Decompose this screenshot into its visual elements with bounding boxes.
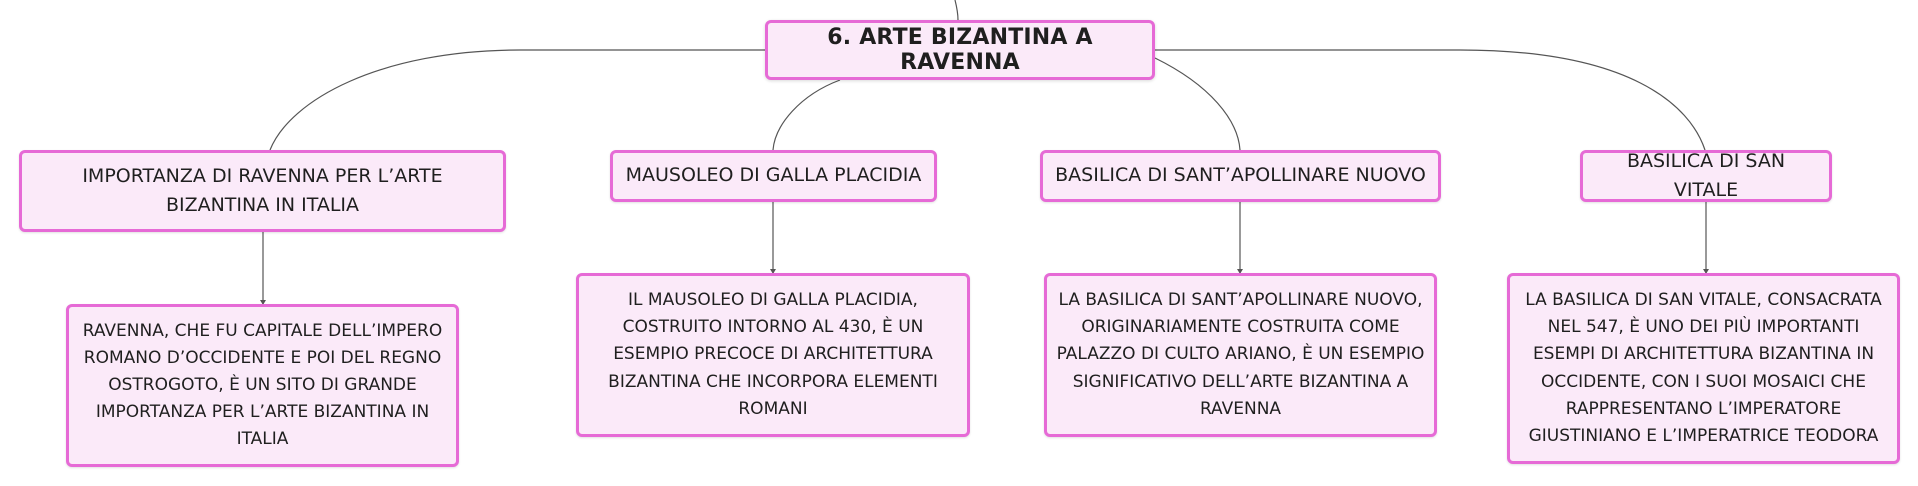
root-topic-node[interactable]: 6. ARTE BIZANTINA A RAVENNA <box>765 20 1155 80</box>
topic-node-galla-placidia[interactable]: MAUSOLEO DI GALLA PLACIDIA <box>610 150 937 202</box>
topic-node-importanza[interactable]: IMPORTANZA DI RAVENNA PER L’ARTE BIZANTI… <box>19 150 506 232</box>
topic-node-sant-apollinare[interactable]: BASILICA DI SANT’APOLLINARE NUOVO <box>1040 150 1441 202</box>
topic-label: IMPORTANZA DI RAVENNA PER L’ARTE BIZANTI… <box>82 164 443 216</box>
connector-root-topic-3 <box>1154 57 1241 151</box>
detail-node-san-vitale[interactable]: LA BASILICA DI SAN VITALE, CONSACRATA NE… <box>1507 273 1900 464</box>
arrow-detail-1 <box>260 300 266 305</box>
detail-text: RAVENNA, CHE FU CAPITALE DELL’IMPERO ROM… <box>82 320 443 450</box>
topic-node-san-vitale[interactable]: BASILICA DI SAN VITALE <box>1580 150 1832 202</box>
detail-text: LA BASILICA DI SANT’APOLLINARE NUOVO, OR… <box>1056 290 1425 419</box>
detail-node-sant-apollinare[interactable]: LA BASILICA DI SANT’APOLLINARE NUOVO, OR… <box>1044 273 1437 437</box>
detail-text: IL MAUSOLEO DI GALLA PLACIDIA, COSTRUITO… <box>608 290 938 419</box>
arrow-detail-2 <box>770 269 776 274</box>
detail-node-importanza[interactable]: RAVENNA, CHE FU CAPITALE DELL’IMPERO ROM… <box>66 304 459 467</box>
topic-label: BASILICA DI SANT’APOLLINARE NUOVO <box>1055 164 1426 187</box>
topic-label: MAUSOLEO DI GALLA PLACIDIA <box>625 164 922 187</box>
connector-root-topic-2 <box>772 79 841 151</box>
arrow-detail-3 <box>1237 269 1243 274</box>
arrow-detail-4 <box>1703 269 1709 274</box>
detail-text: LA BASILICA DI SAN VITALE, CONSACRATA NE… <box>1525 289 1882 446</box>
topic-label: BASILICA DI SAN VITALE <box>1626 149 1786 201</box>
connector-root-topic-4 <box>1155 49 1706 151</box>
detail-node-galla-placidia[interactable]: IL MAUSOLEO DI GALLA PLACIDIA, COSTRUITO… <box>576 273 970 437</box>
connector-root-topic-1 <box>269 49 765 151</box>
root-topic-label: 6. ARTE BIZANTINA A RAVENNA <box>827 25 1093 75</box>
connector-parent-root <box>954 0 959 21</box>
